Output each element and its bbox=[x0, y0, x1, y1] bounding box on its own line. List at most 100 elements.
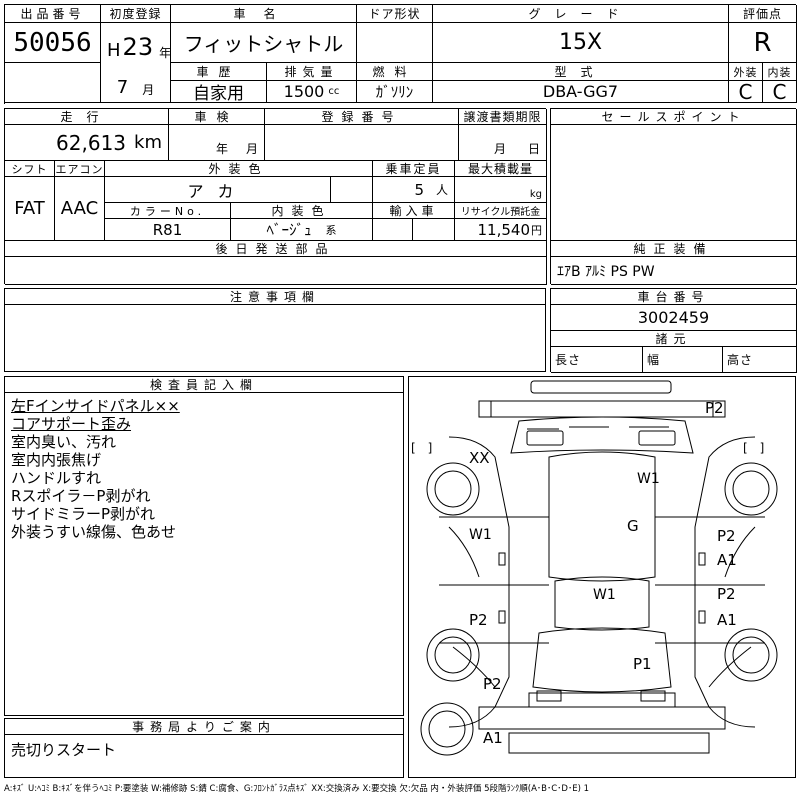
import-value-a bbox=[373, 219, 413, 241]
office-label: 事務局よりご案内 bbox=[5, 719, 403, 735]
later-parts-label: 後日発送部品 bbox=[5, 241, 547, 257]
office-value: 売切りスタート bbox=[11, 741, 117, 759]
inspector-line: コアサポート歪み bbox=[11, 415, 132, 433]
inspector-notes: 左Fインサイドパネル×× コアサポート歪み 室内臭い、汚れ 室内内張焦げ ハンド… bbox=[11, 397, 397, 541]
car-name-label: 車名 bbox=[171, 5, 357, 23]
sales-point-label: セールスポイント bbox=[551, 109, 797, 125]
exterior-value: C bbox=[729, 81, 763, 103]
height-label: 高さ bbox=[723, 347, 797, 373]
history-value: 自家用 bbox=[171, 81, 267, 103]
recycle-cell: 11,540 円 bbox=[455, 219, 547, 241]
displacement-label: 排気量 bbox=[267, 63, 357, 81]
bracket-right: [ ] bbox=[743, 441, 765, 455]
lot-value: 50056 bbox=[5, 23, 101, 63]
damage-mark: P2 bbox=[483, 675, 502, 693]
reg-no-value bbox=[265, 125, 459, 161]
color-no-label: カラーNo. bbox=[105, 203, 231, 219]
genuine-label: 純正装備 bbox=[551, 241, 797, 257]
mileage-cell: 62,613 km bbox=[5, 125, 169, 161]
displacement-cell: 1500 cc bbox=[267, 81, 357, 103]
shift-label: シフト bbox=[5, 161, 55, 177]
sales-point-block: セールスポイント 純正装備 ｴｱB ｱﾙﾐ PS PW bbox=[550, 108, 797, 285]
damage-mark: XX bbox=[469, 449, 490, 467]
inspection-year-unit: 年 bbox=[215, 142, 228, 156]
office-block: 事務局よりご案内 売切りスタート bbox=[4, 718, 404, 778]
ext-color-label: 外装色 bbox=[105, 161, 373, 177]
int-color-cell: ﾍﾞｰｼﾞｭ 系 bbox=[231, 219, 373, 241]
sales-point-value bbox=[551, 125, 797, 241]
recycle-value: 11,540 bbox=[477, 220, 531, 239]
chassis-block: 車台番号 3002459 諸元 長さ 幅 高さ bbox=[550, 288, 797, 373]
recycle-unit: 円 bbox=[531, 223, 542, 237]
width-label: 幅 bbox=[643, 347, 723, 373]
damage-mark: W1 bbox=[593, 587, 616, 603]
grade-label: グレード bbox=[433, 5, 729, 23]
damage-mark: W1 bbox=[469, 527, 492, 543]
car-diagram: [ ] [ ] P2 XX W1 G W1 P2 A1 W1 P2 P2 A1 … bbox=[408, 376, 796, 778]
length-label: 長さ bbox=[551, 347, 643, 373]
era-text: H bbox=[107, 40, 121, 61]
caution-label: 注意事項欄 bbox=[5, 289, 545, 305]
inspection-label: 車検 bbox=[169, 109, 265, 125]
max-load-cell: kg bbox=[455, 177, 547, 203]
inspector-line: 外装うすい線傷、色あせ bbox=[11, 523, 177, 541]
shift-value: FAT bbox=[5, 177, 55, 241]
later-parts-value bbox=[5, 257, 547, 285]
year-value: 23 bbox=[122, 33, 154, 61]
door-value bbox=[357, 23, 433, 63]
transfer-day-unit: 日 bbox=[527, 142, 540, 156]
grade-value: 15X bbox=[433, 23, 729, 63]
interior-label: 内装 bbox=[763, 63, 797, 81]
fuel-value: ｶﾞｿﾘﾝ bbox=[357, 81, 433, 103]
transfer-cell: 月 日 bbox=[459, 125, 547, 161]
inspection-cell: 年 月 bbox=[169, 125, 265, 161]
transfer-month-unit: 月 bbox=[493, 142, 506, 156]
fuel-label: 燃料 bbox=[357, 63, 433, 81]
capacity-unit: 人 bbox=[435, 183, 448, 197]
ext-color-value: アカ bbox=[105, 177, 331, 203]
car-outline-diagram bbox=[420, 380, 778, 756]
inspection-month-unit: 月 bbox=[245, 142, 258, 156]
inspector-line: 室内内張焦げ bbox=[11, 451, 102, 469]
recycle-label: リサイクル預託金 bbox=[455, 203, 547, 219]
mileage-value: 62,613 bbox=[56, 130, 127, 155]
ext-color-extra bbox=[331, 177, 373, 203]
damage-mark: A1 bbox=[483, 729, 503, 747]
reg-no-label: 登録番号 bbox=[265, 109, 459, 125]
damage-mark: G bbox=[627, 517, 639, 535]
interior-value: C bbox=[763, 81, 797, 103]
capacity-label: 乗車定員 bbox=[373, 161, 455, 177]
inspector-label: 検査員記入欄 bbox=[5, 377, 403, 393]
chassis-label: 車台番号 bbox=[551, 289, 797, 305]
mileage-label: 走行 bbox=[5, 109, 169, 125]
chassis-value: 3002459 bbox=[551, 305, 797, 331]
bracket-left: [ ] bbox=[411, 441, 433, 455]
legend-text: A:ｷｽﾞ U:ﾍｺﾐ B:ｷｽﾞを伴うﾍｺﾐ P:要塗装 W:補修跡 S:錆 … bbox=[4, 784, 590, 794]
damage-mark: A1 bbox=[717, 611, 737, 629]
caution-block: 注意事項欄 bbox=[4, 288, 546, 372]
damage-mark: P2 bbox=[469, 611, 488, 629]
import-value-b bbox=[413, 219, 455, 241]
vehicle-details-block: 走行 62,613 km 車検 年 月 登録番号 譲渡書類期限 月 日 シフト … bbox=[4, 108, 547, 285]
import-label: 輸入車 bbox=[373, 203, 455, 219]
capacity-cell: 5 人 bbox=[373, 177, 455, 203]
int-color-unit: 系 bbox=[325, 223, 337, 237]
history-label: 車歴 bbox=[171, 63, 267, 81]
damage-mark: W1 bbox=[637, 471, 660, 487]
first-reg-month: 7 月 bbox=[101, 63, 171, 103]
transfer-label: 譲渡書類期限 bbox=[459, 109, 547, 125]
score-value: R bbox=[729, 23, 797, 63]
model-label: 型式 bbox=[433, 63, 729, 81]
door-label: ドア形状 bbox=[357, 5, 433, 23]
first-reg-year: H 23 年 bbox=[101, 23, 171, 63]
inspector-block: 検査員記入欄 左Fインサイドパネル×× コアサポート歪み 室内臭い、汚れ 室内内… bbox=[4, 376, 404, 716]
damage-mark: P2 bbox=[717, 527, 736, 545]
exterior-label: 外装 bbox=[729, 63, 763, 81]
damage-mark: P2 bbox=[717, 585, 736, 603]
model-value: DBA-GG7 bbox=[433, 81, 729, 103]
month-unit: 月 bbox=[142, 83, 155, 97]
score-label: 評価点 bbox=[729, 5, 797, 23]
specs-label: 諸元 bbox=[551, 331, 797, 347]
int-color-label: 内装色 bbox=[231, 203, 373, 219]
inspector-line: Rスポイラ－P剥がれ bbox=[11, 487, 151, 505]
